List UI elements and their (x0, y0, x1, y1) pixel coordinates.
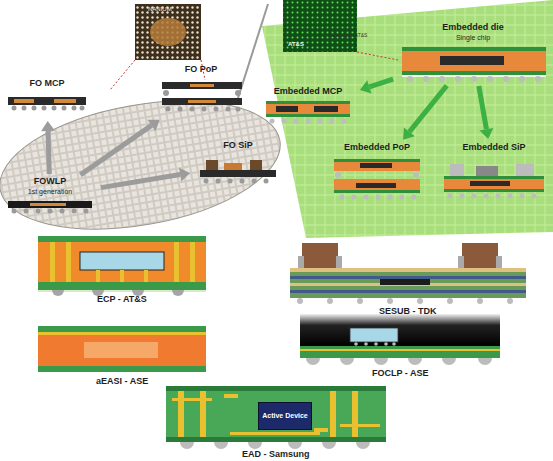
package-label: Embedded MCP (259, 86, 357, 128)
arrow-head (480, 128, 494, 139)
node-title: Embedded PoP (327, 142, 427, 153)
arrow-head (41, 121, 55, 131)
node-subtitle: 1st generation (1, 187, 99, 196)
package-caption: ECP - AT&S (97, 294, 147, 305)
package-label: Embedded PoP (327, 142, 427, 202)
chip-box: Active Device (258, 402, 312, 430)
node-title: Embedded SiP (437, 142, 551, 153)
node-title: Embedded die (395, 22, 551, 33)
node-title: FO MCP (1, 78, 93, 89)
node-title: FOWLP (1, 176, 99, 187)
flow-arrow (369, 79, 393, 87)
package-caption: EAD - Samsung (242, 449, 310, 460)
node-title: FO SiP (193, 140, 283, 151)
flow-arrow (48, 131, 49, 174)
package-label: Embedded dieSingle chip (395, 22, 551, 84)
arrow-head (148, 120, 160, 131)
flow-arrow (479, 86, 487, 129)
arrow-head (403, 127, 415, 139)
package-caption: aEASI - ASE (96, 376, 148, 387)
package-label: FO PoP (153, 64, 249, 118)
flow-arrow (409, 86, 446, 132)
flow-arrow (80, 125, 151, 174)
node-title: Active Device (262, 412, 308, 420)
arrow-head (179, 168, 190, 182)
package-caption: SESUB - TDK (379, 306, 437, 317)
node-subtitle: Single chip (395, 33, 551, 42)
package-caption: FOCLP - ASE (372, 368, 429, 379)
package-label: Embedded SiP (437, 142, 551, 202)
node-title: FO PoP (153, 64, 249, 75)
package-label: FO MCP (1, 78, 93, 118)
node-title: Embedded MCP (259, 86, 357, 97)
photo-label: AT&S (288, 40, 304, 48)
photo-label: NANIUM (148, 5, 172, 13)
flow-arrow (101, 175, 180, 188)
photo-label: Courtesy of AT&S (328, 32, 367, 39)
package-label: FOWLP1st generation (1, 176, 99, 216)
package-label: FO SiP (193, 140, 283, 190)
arrow-head (360, 80, 372, 93)
